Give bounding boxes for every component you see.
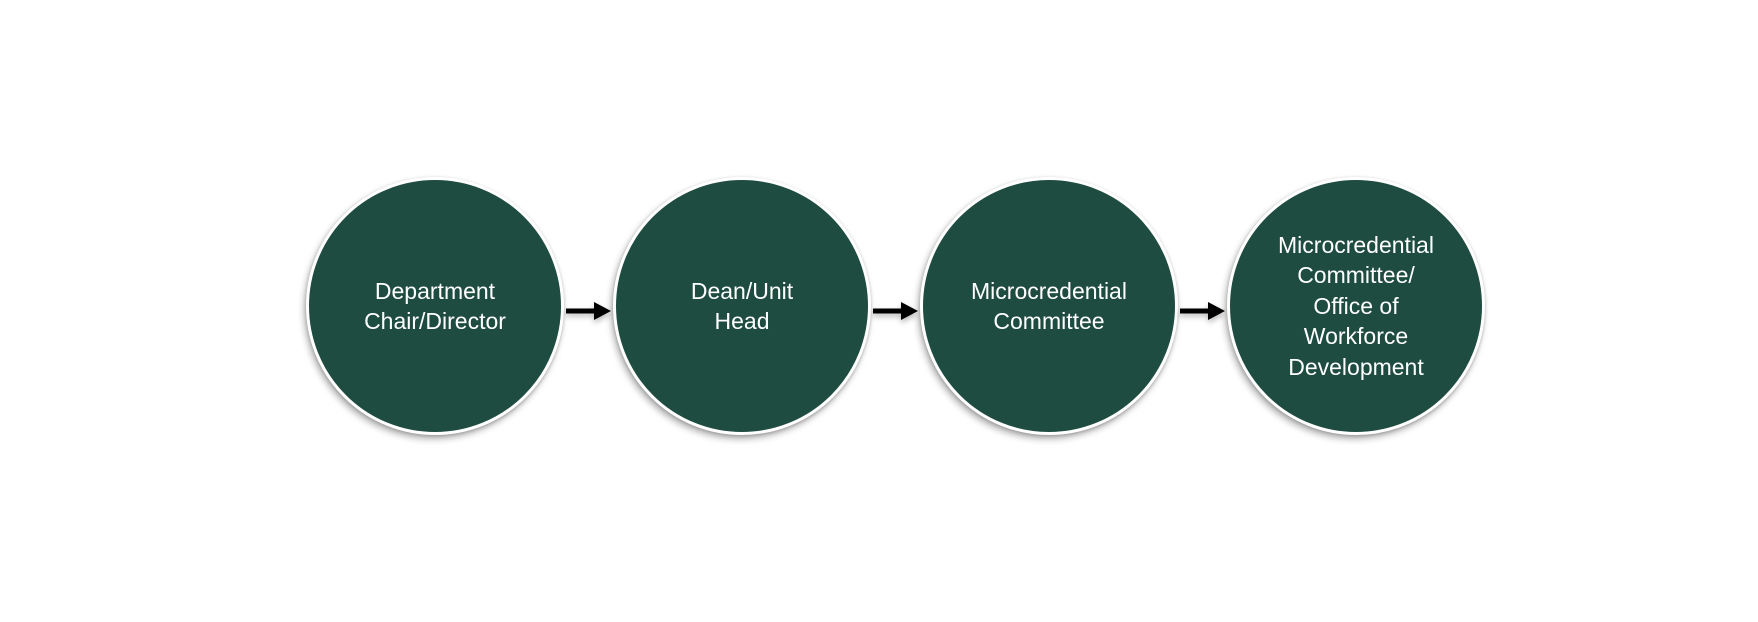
process-flow-diagram: Department Chair/Director Dean/Unit Head… xyxy=(306,177,1485,435)
process-step-microcredential-committee: Microcredential Committee xyxy=(920,177,1178,435)
process-step-label: Microcredential Committee xyxy=(971,277,1127,334)
process-step-label: Dean/Unit Head xyxy=(690,277,794,334)
process-step-dean-unit-head: Dean/Unit Head xyxy=(613,177,871,435)
flow-arrow-icon xyxy=(564,299,613,323)
process-step-label: Microcredential Committee/ Office of Wor… xyxy=(1278,232,1434,380)
process-step-label: Department Chair/Director xyxy=(364,277,506,334)
process-step-committee-workforce-development: Microcredential Committee/ Office of Wor… xyxy=(1227,177,1485,435)
process-step-department-chair: Department Chair/Director xyxy=(306,177,564,435)
flow-arrow-icon xyxy=(871,299,920,323)
flow-arrow-icon xyxy=(1178,299,1227,323)
